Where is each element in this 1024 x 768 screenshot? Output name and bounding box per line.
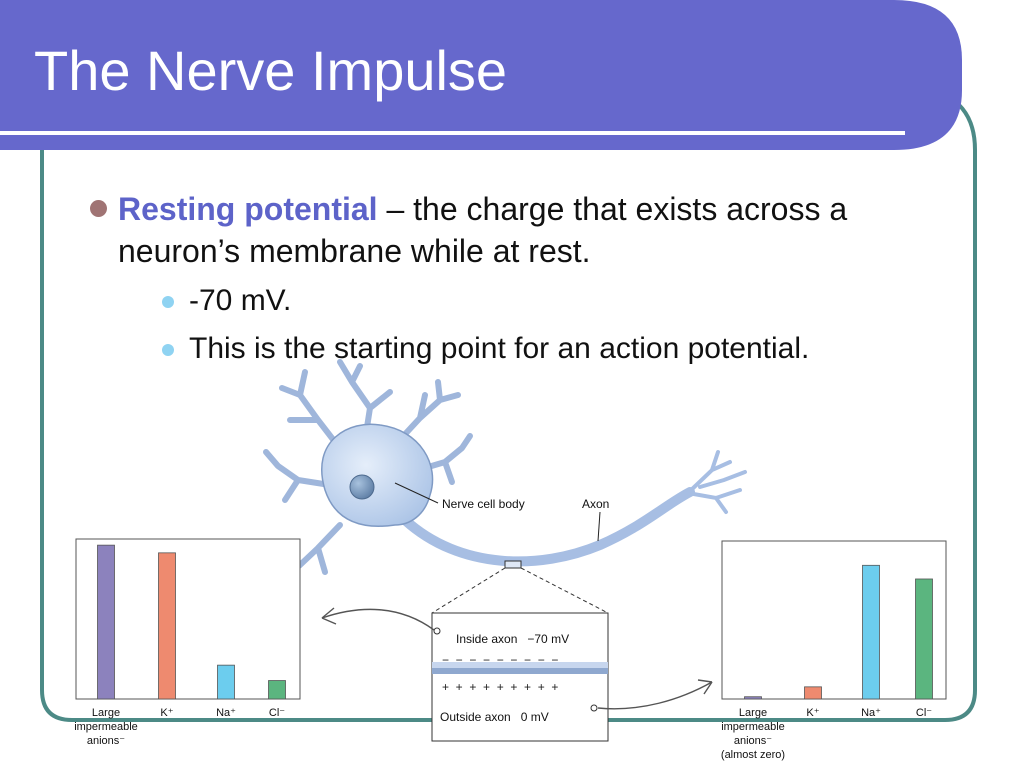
arrow-to-right-chart [597,681,713,710]
axon [400,487,695,567]
subbullet-2: This is the starting point for an action… [162,330,970,368]
page-title: The Nerve Impulse [34,39,508,102]
left-cat-label-anions-3: anions⁻ [87,735,125,747]
left-bar-na [217,664,235,700]
outer-positive-charges: + + + + + + + + + [442,680,558,694]
dendrites [263,359,473,578]
bullet-definition: – the charge that exists across a neuron… [118,191,848,269]
left-ion-chart: Large impermeable anions⁻ K⁺ Na⁺ Cl⁻ [74,538,301,747]
magnify-marker [504,560,522,569]
right-cat-label-cl: Cl⁻ [916,707,932,719]
right-bar-na [862,564,880,700]
left-cat-label-k: K⁺ [160,707,173,719]
left-cat-label-anions-2: impermeable [74,721,138,733]
title-underline [0,131,905,135]
right-cat-label-anions-1: Large [739,707,767,719]
slide-border [40,0,977,722]
right-cat-label-na: Na⁺ [861,707,881,719]
bullet-resting-potential: Resting potential – the charge that exis… [90,188,970,272]
right-ion-chart: Large impermeable anions⁻ (almost zero) … [721,540,947,761]
right-cat-label-anions-2: impermeable [721,721,785,733]
subbullet-1: -70 mV. [162,282,970,320]
right-bar-k [804,686,822,700]
membrane-inset: Inside axon −70 mV − − − − − − − − − + +… [431,612,609,742]
left-bar-cl [268,680,286,700]
right-bar-anions [744,696,762,700]
left-cat-label-anions-1: Large [92,707,120,719]
left-cat-label-cl: Cl⁻ [269,707,285,719]
title-bar [0,0,962,150]
axon-terminals [686,450,747,514]
arrow-to-left-chart [321,608,435,631]
label-inside-axon: Inside axon −70 mV [456,632,569,646]
right-chart-frame [721,540,947,700]
right-bar-cl [915,578,933,700]
right-cat-label-anions-3: anions⁻ [734,735,772,747]
label-axon: Axon [582,497,609,511]
inner-negative-charges: − − − − − − − − − [442,653,558,667]
bullet-list: Resting potential – the charge that exis… [90,188,970,368]
left-cat-label-na: Na⁺ [216,707,236,719]
left-bar-anions [97,544,115,700]
left-bar-k [158,552,176,700]
right-cat-label-anions-4: (almost zero) [721,749,785,761]
label-outside-axon: Outside axon 0 mV [440,710,549,724]
nucleus [349,474,375,500]
right-cat-label-k: K⁺ [806,707,819,719]
keyword-term: Resting potential [118,191,378,227]
label-nerve-cell-body: Nerve cell body [442,497,525,511]
cell-body [321,423,434,527]
